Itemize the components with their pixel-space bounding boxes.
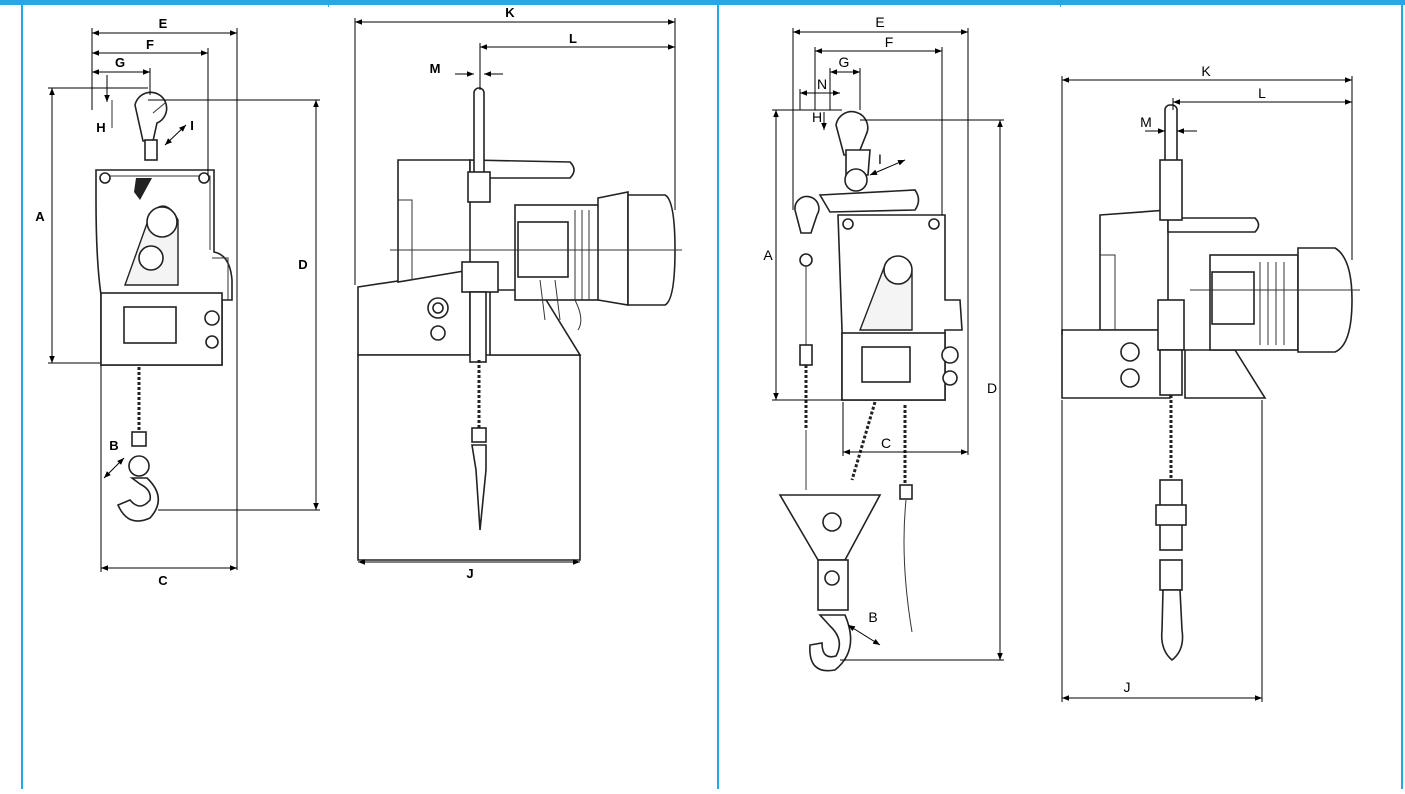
rf-label-H: H [812, 109, 822, 125]
rf-label-N: N [817, 76, 827, 92]
side-bottom-hook [471, 444, 487, 531]
bottom-hook [116, 477, 160, 522]
rs-label-J: J [1124, 679, 1131, 695]
side-label-M: M [430, 61, 441, 76]
rf-label-D: D [987, 380, 997, 396]
rf-top-hook [835, 110, 869, 156]
side-label-L: L [569, 31, 577, 46]
side-hanger [473, 87, 485, 179]
rs-label-K: K [1201, 63, 1211, 79]
upper-housing [397, 159, 471, 283]
right-side-view: K L M J [1061, 63, 1360, 702]
dim-label-I: I [190, 118, 194, 133]
dim-label-B: B [109, 438, 118, 453]
rs-bottom-hook [1160, 589, 1184, 662]
rf-label-C: C [881, 435, 891, 451]
rf-label-I: I [878, 151, 882, 167]
rs-base-housing [1061, 329, 1171, 399]
hook-link [144, 139, 158, 161]
rf-label-A: A [763, 247, 773, 263]
rf-beam [818, 189, 920, 213]
rf-label-B: B [868, 609, 877, 625]
side-nut-2 [430, 325, 446, 341]
dim-label-G: G [115, 55, 125, 70]
rf-bottom-hook [809, 614, 852, 672]
display-window [123, 306, 177, 344]
rf-chain-1 [850, 401, 877, 481]
dim-label-C: C [158, 573, 168, 588]
handle [469, 159, 575, 179]
dim-label-A: A [35, 209, 45, 224]
rf-label-E: E [875, 14, 884, 30]
rf-side-hook [794, 195, 820, 234]
rs-motor-cap [1297, 247, 1353, 353]
rf-label-F: F [885, 34, 894, 50]
side-label-K: K [505, 5, 515, 20]
dim-label-F: F [146, 37, 154, 52]
rf-display [861, 346, 911, 383]
dim-label-E: E [159, 16, 168, 31]
rs-handle [1167, 217, 1260, 233]
rs-label-M: M [1140, 114, 1152, 130]
rf-label-G: G [839, 54, 850, 70]
left-front-view: E F G H I A D B C [35, 16, 320, 588]
dim-label-D: D [298, 257, 307, 272]
rs-label-L: L [1258, 85, 1266, 101]
side-label-J: J [466, 566, 473, 581]
left-side-view: K L M J [354, 5, 682, 581]
side-lower-block [357, 354, 581, 561]
right-front-view: E F G N H I A D C B [763, 14, 1004, 672]
side-housing [357, 269, 471, 356]
dim-label-H: H [96, 120, 105, 135]
